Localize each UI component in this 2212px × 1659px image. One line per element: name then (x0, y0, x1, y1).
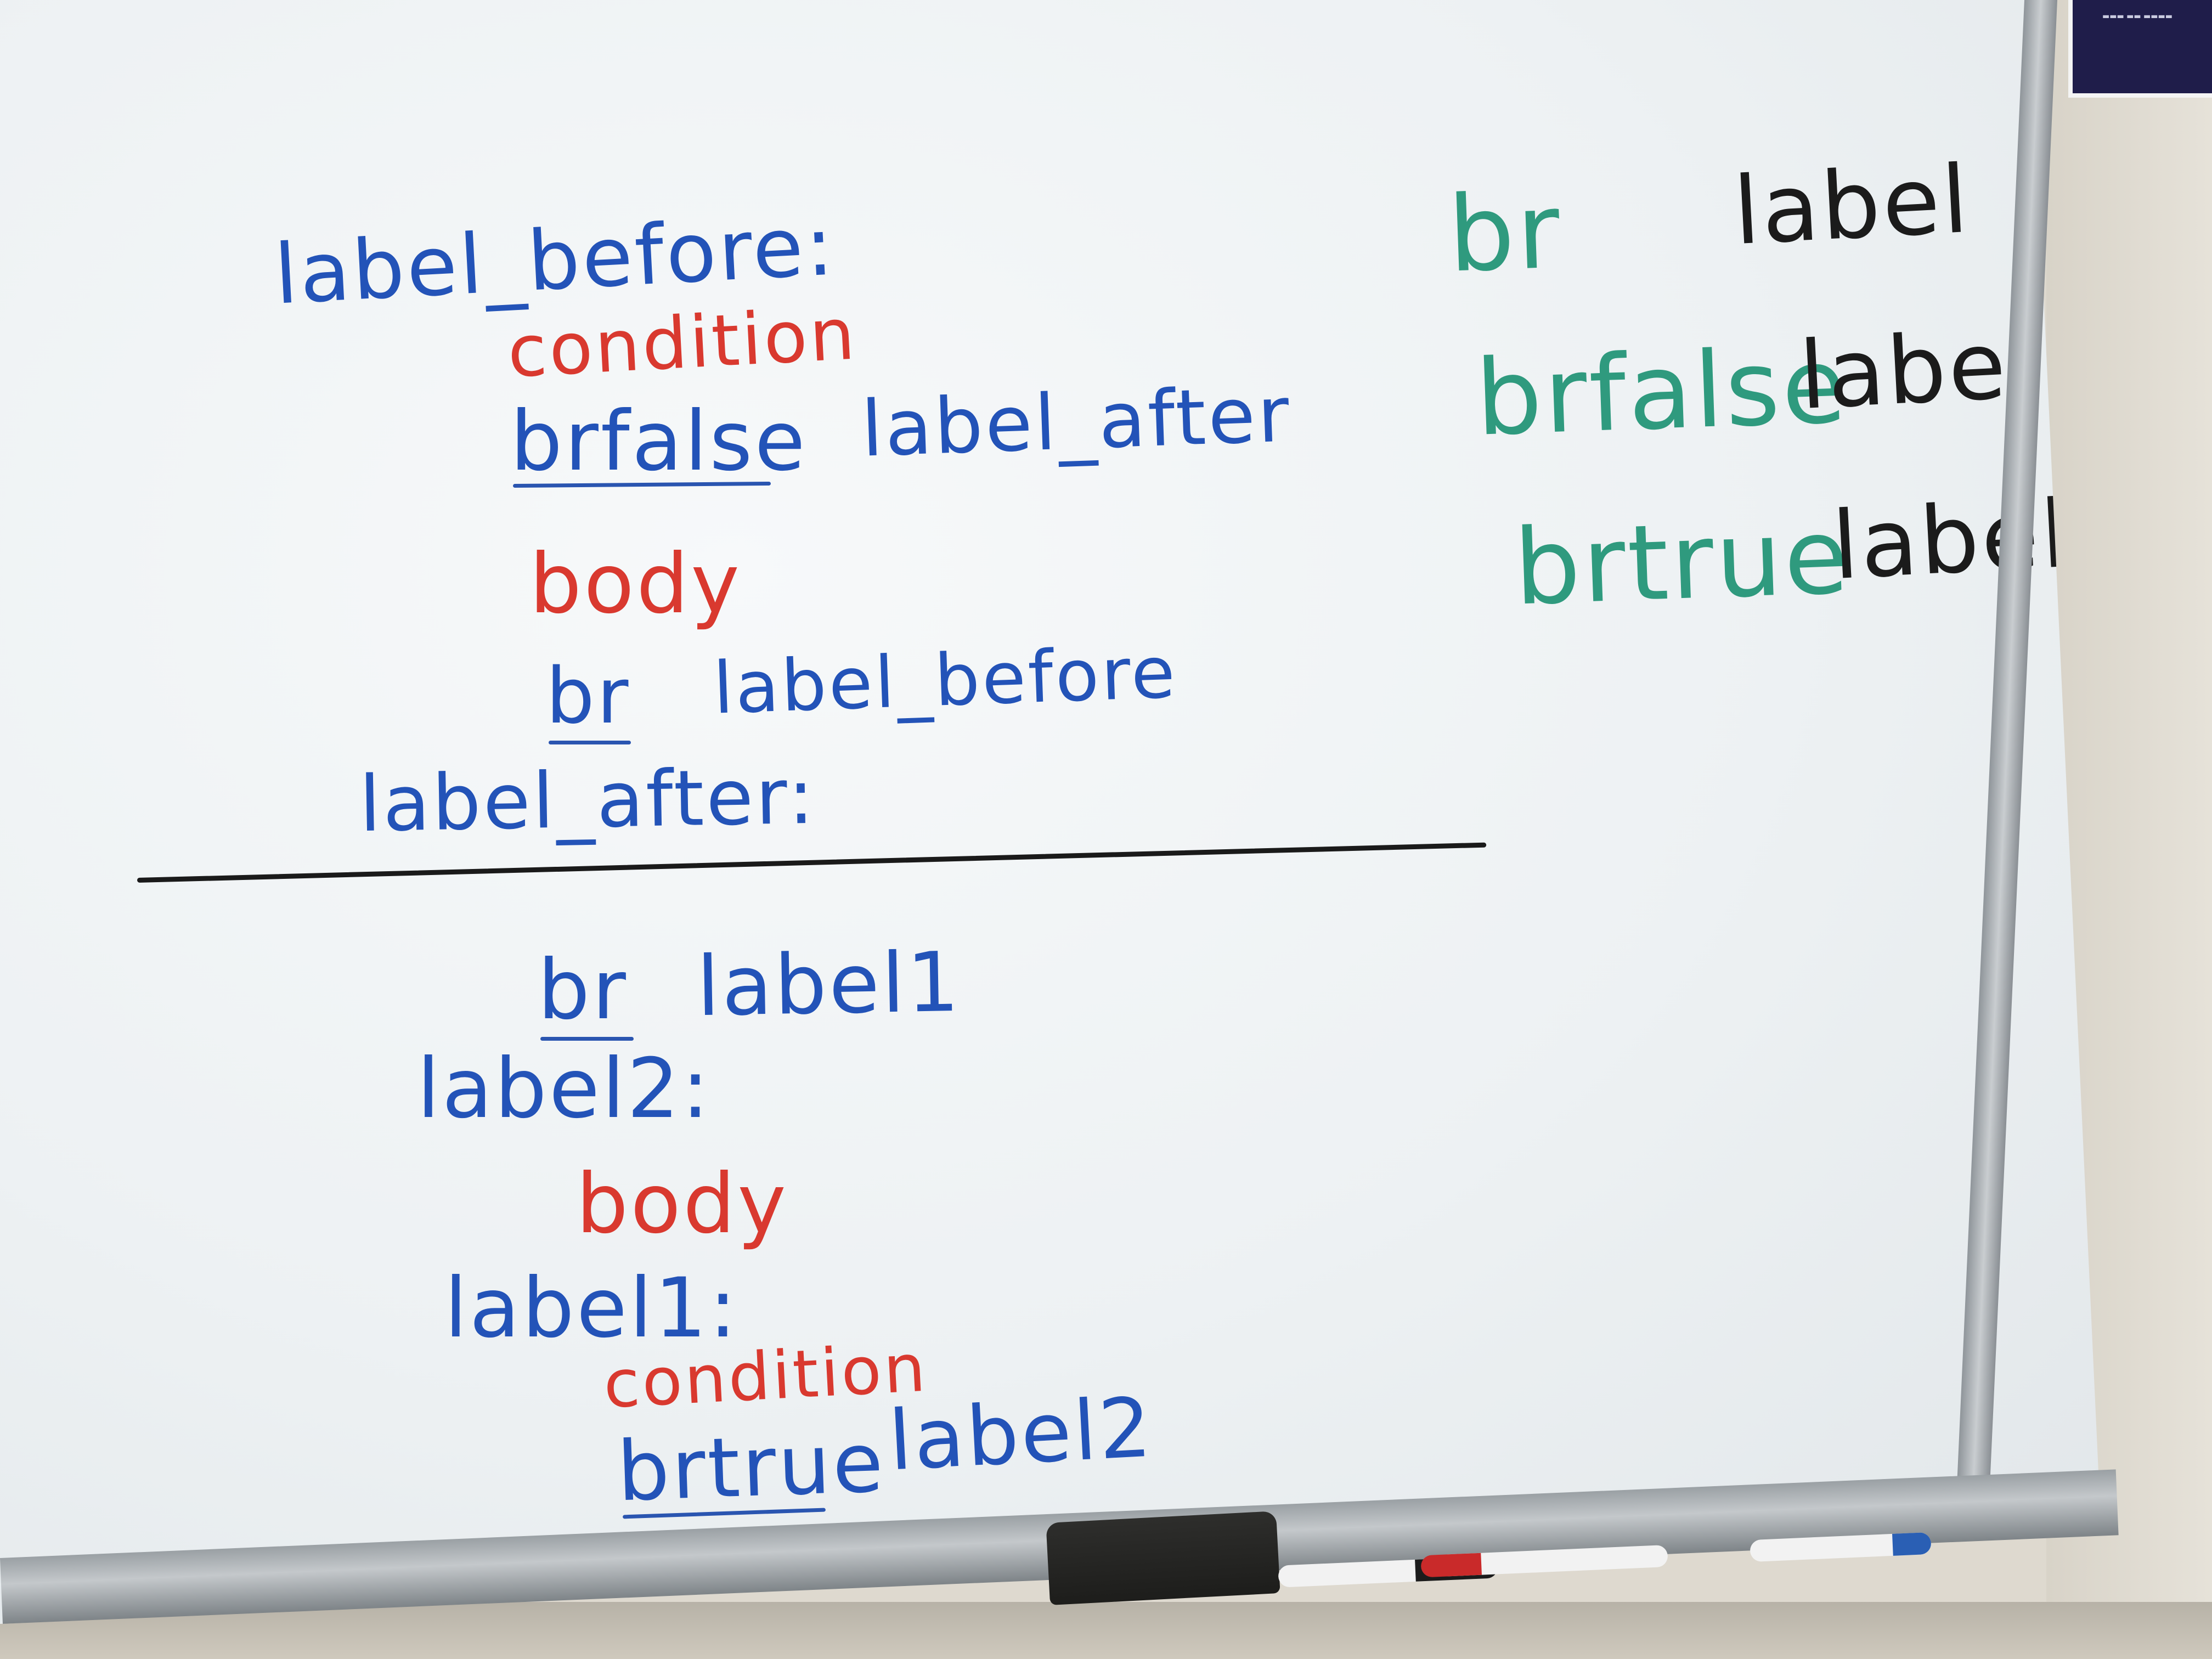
brtrue-label-operand: label (1830, 479, 2072, 601)
label2-definition: label2: (417, 1041, 712, 1137)
wall-poster: ▬▬▬ ▬▬ ▬▬▬▬ (2068, 0, 2212, 98)
br-instruction: br (546, 652, 631, 741)
label-before-reference: label_before (712, 630, 1179, 730)
brfalse-label-operand: label (1797, 309, 2039, 431)
brfalse-mnemonic: brfalse (1474, 325, 1850, 459)
eraser-icon[interactable] (1046, 1511, 1280, 1605)
br-label1-underline (540, 1037, 634, 1041)
label-after-reference: label_after (860, 370, 1293, 475)
label1-reference: label1 (696, 934, 962, 1035)
body-bottom-text: body (576, 1156, 788, 1252)
condition-text: condition (505, 292, 859, 394)
label1-definition: label1: (444, 1261, 739, 1356)
condition-bottom-text: condition (601, 1330, 930, 1424)
poster-lettering-icon: ▬▬▬ ▬▬ ▬▬▬▬ (2102, 12, 2172, 21)
body-text: body (529, 537, 742, 632)
brtrue-mnemonic: brtrue (1512, 495, 1853, 629)
floor-background (0, 1602, 2212, 1659)
br-label1-instruction: br (538, 943, 628, 1038)
brtrue-instruction: brtrue (616, 1415, 887, 1520)
brfalse-instruction: brfalse (510, 394, 808, 489)
br-label-operand: label (1731, 145, 1973, 267)
divider-line (137, 842, 1487, 883)
br-mnemonic: br (1446, 170, 1564, 296)
label2-reference: label2 (886, 1380, 1156, 1489)
whiteboard: label_before: condition brfalse label_af… (0, 0, 2101, 1624)
label-after-definition: label_after: (358, 752, 817, 850)
br-underline (549, 741, 631, 744)
